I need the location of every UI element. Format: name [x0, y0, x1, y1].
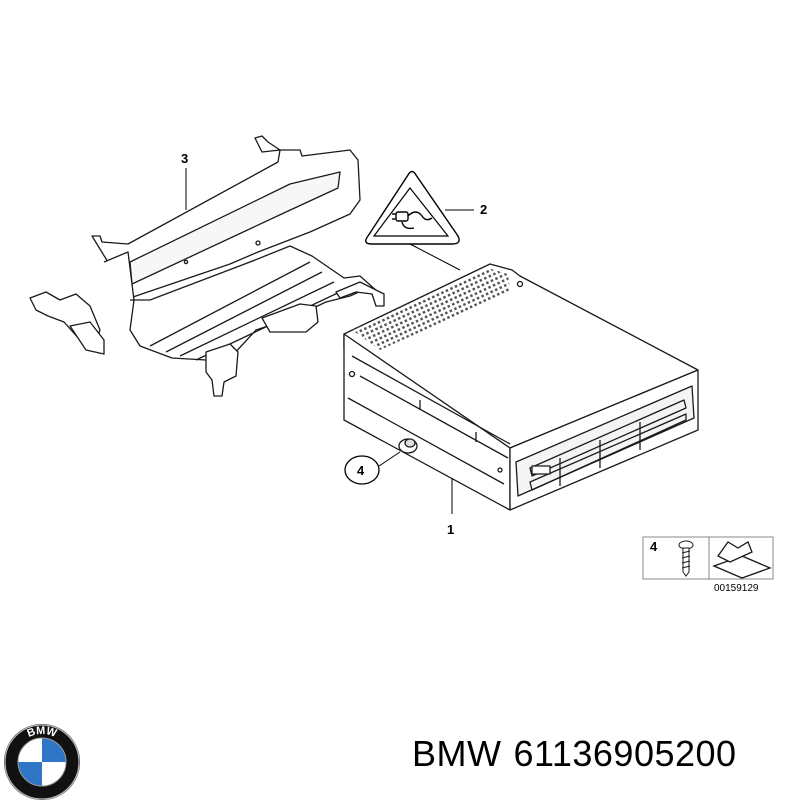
vent-grid	[352, 268, 510, 350]
legend-box: 4 00159129	[642, 536, 774, 594]
bracket-part-3	[29, 135, 385, 397]
legend-item-number: 4	[650, 539, 658, 554]
callout-3: 3	[181, 151, 188, 166]
arrow-icon	[712, 541, 772, 579]
cd-changer-part-1	[343, 263, 699, 511]
leader-line-4	[378, 451, 401, 467]
part-number: 61136905200	[513, 733, 737, 774]
brand-name: BMW	[412, 733, 502, 774]
logo-text: BMW	[26, 725, 59, 740]
warning-label-part-2	[365, 170, 460, 245]
callout-4: 4	[357, 463, 365, 478]
part-caption: BMW 61136905200	[412, 733, 749, 775]
plug-warning-icon	[392, 211, 433, 230]
diagram-id: 00159129	[714, 583, 759, 594]
screw-on-unit	[398, 438, 418, 454]
callout-1: 1	[447, 522, 454, 537]
callout-4-circle	[344, 455, 380, 485]
callout-2: 2	[480, 202, 487, 217]
leader-line-2b	[409, 243, 461, 271]
screw-icon	[678, 540, 694, 577]
bmw-roundel-icon: BMW	[4, 724, 80, 800]
